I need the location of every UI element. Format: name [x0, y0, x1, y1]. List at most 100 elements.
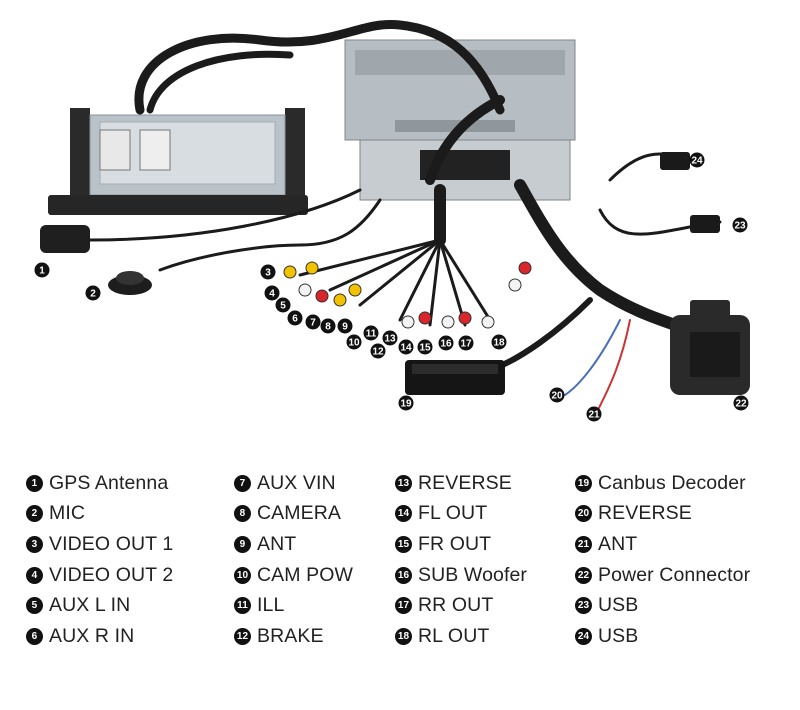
- legend-item: 18 RL OUT: [395, 621, 527, 652]
- callout-number-23: 23: [734, 221, 746, 232]
- legend-number-4: 4: [26, 566, 43, 584]
- legend-label-camera: CAMERA: [257, 502, 342, 525]
- callout-marker-14: [398, 339, 414, 355]
- legend-item: 2 MIC: [26, 499, 173, 530]
- callout-marker-23: [732, 217, 748, 233]
- callout-marker-6: [287, 310, 303, 326]
- callout-number-7: 7: [310, 318, 316, 329]
- legend-item: 15 FR OUT: [395, 529, 527, 560]
- legend-label-power-connector: Power Connector: [598, 563, 751, 586]
- callout-number-11: 11: [366, 329, 377, 340]
- legend-label-ant: ANT: [257, 532, 297, 555]
- callout-marker-3: [260, 264, 276, 280]
- legend-number-15: 15: [395, 535, 412, 553]
- callout-marker-13: [382, 330, 398, 346]
- legend-number-13: 13: [395, 474, 412, 492]
- legend-label-ant-2: ANT: [598, 532, 638, 555]
- legend-label-reverse-2: REVERSE: [598, 502, 692, 525]
- callout-number-15: 15: [419, 343, 431, 354]
- legend-number-22: 22: [575, 566, 592, 584]
- legend-number-2: 2: [26, 505, 43, 523]
- legend-item: 11 ILL: [234, 590, 353, 621]
- callout-marker-1: [34, 262, 50, 278]
- legend-number-7: 7: [234, 474, 251, 492]
- callout-marker-9: [337, 318, 353, 334]
- callout-number-10: 10: [348, 338, 360, 349]
- legend-label-ill: ILL: [257, 594, 285, 617]
- callout-number-5: 5: [280, 301, 286, 312]
- legend-number-23: 23: [575, 597, 592, 615]
- legend-label-usb: USB: [598, 594, 639, 617]
- callout-number-22: 22: [735, 399, 747, 410]
- callout-number-20: 20: [551, 391, 563, 402]
- power-connector: [670, 300, 750, 395]
- legend-label-cam-pow: CAM POW: [257, 563, 354, 586]
- legend-number-20: 20: [575, 505, 592, 523]
- mounting-frame: [48, 108, 308, 215]
- legend-number-9: 9: [234, 535, 251, 553]
- legend-number-10: 10: [234, 566, 251, 584]
- callout-number-13: 13: [384, 334, 396, 345]
- legend-number-18: 18: [395, 627, 412, 645]
- legend-item: 22 Power Connector: [575, 560, 750, 591]
- legend-label-rl-out: RL OUT: [418, 624, 490, 647]
- canbus-decoder-box: [405, 360, 505, 395]
- legend-number-6: 6: [26, 627, 43, 645]
- legend-number-14: 14: [395, 505, 412, 523]
- callout-number-16: 16: [440, 339, 452, 350]
- legend-number-16: 16: [395, 566, 412, 584]
- legend-label-usb-2: USB: [598, 624, 639, 647]
- callout-number-12: 12: [372, 347, 384, 358]
- callout-marker-7: [305, 314, 321, 330]
- legend-label-sub-woofer: SUB Woofer: [418, 563, 528, 586]
- legend-item: 16 SUB Woofer: [395, 560, 527, 591]
- callout-number-1: 1: [39, 266, 45, 277]
- legend-item: 23 USB: [575, 590, 750, 621]
- callout-marker-24: [689, 152, 705, 168]
- legend-label-aux-l-in: AUX L IN: [49, 594, 131, 617]
- legend-number-11: 11: [234, 597, 251, 615]
- callout-marker-17: [458, 335, 474, 351]
- legend-item: 20 REVERSE: [575, 499, 750, 530]
- legend-label-brake: BRAKE: [257, 624, 324, 647]
- legend-label-mic: MIC: [49, 502, 86, 525]
- legend-number-3: 3: [26, 535, 43, 553]
- legend-item: 1 GPS Antenna: [26, 468, 173, 499]
- callout-marker-4: [264, 285, 280, 301]
- legend-item: 6 AUX R IN: [26, 621, 173, 652]
- legend-number-5: 5: [26, 597, 43, 615]
- legend-item: 9 ANT: [234, 529, 353, 560]
- legend-number-17: 17: [395, 597, 412, 615]
- legend-label-fr-out: FR OUT: [418, 532, 492, 555]
- callout-marker-21: [586, 406, 602, 422]
- head-unit-chassis: [344, 39, 576, 201]
- callout-marker-11: [363, 325, 379, 341]
- legend-number-1: 1: [26, 474, 43, 492]
- legend-label-video-out-1: VIDEO OUT 1: [49, 532, 174, 555]
- callout-number-21: 21: [588, 410, 600, 421]
- legend-label-aux-r-in: AUX R IN: [49, 624, 135, 647]
- callout-marker-10: [346, 334, 362, 350]
- callout-number-18: 18: [493, 338, 505, 349]
- legend-label-reverse: REVERSE: [418, 471, 512, 494]
- callout-number-4: 4: [269, 289, 275, 300]
- callout-number-9: 9: [342, 322, 348, 333]
- callout-marker-19: [398, 395, 414, 411]
- legend-label-canbus-decoder: Canbus Decoder: [598, 471, 746, 494]
- legend-label-gps-antenna: GPS Antenna: [49, 471, 169, 494]
- harness-cables: [88, 19, 722, 411]
- callout-number-6: 6: [292, 314, 298, 325]
- usb-plugs: [660, 152, 720, 233]
- callout-number-24: 24: [691, 156, 703, 167]
